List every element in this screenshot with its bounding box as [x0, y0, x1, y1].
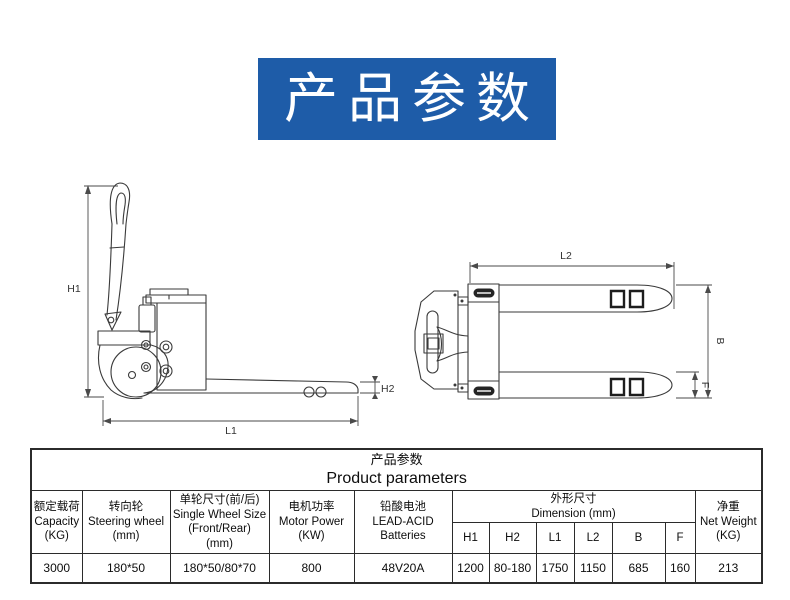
value-l1: 1750 — [535, 553, 575, 584]
header-motor-power: 电机功率 Motor Power (KW) — [268, 490, 355, 554]
value-f: 160 — [664, 553, 696, 584]
page-title: 产品参数 — [284, 69, 540, 129]
dim-label-f: F — [699, 382, 711, 388]
subheader-l1: L1 — [535, 522, 575, 554]
value-battery: 48V20A — [353, 553, 453, 584]
dim-label-h1: H1 — [67, 283, 81, 295]
table-title-en: Product parameters — [326, 470, 467, 487]
header-steering-wheel: 转向轮 Steering wheel (mm) — [81, 490, 171, 554]
header-wheel-size: 单轮尺寸(前/后) Single Wheel Size (Front/Rear)… — [169, 490, 270, 554]
value-h1: 1200 — [451, 553, 490, 584]
title-banner: 产品参数 — [258, 58, 556, 140]
table-title-cell: 产品参数 Product parameters — [30, 448, 763, 491]
dim-label-l1: L1 — [225, 425, 237, 437]
subheader-f: F — [664, 522, 696, 554]
value-l2: 1150 — [573, 553, 613, 584]
table-title-row: 产品参数 Product parameters — [30, 448, 763, 491]
dim-label-b: B — [714, 337, 726, 344]
product-parameters-table: 产品参数 Product parameters 额定载荷 Capacity (K… — [30, 448, 764, 584]
dim-label-l2: L2 — [560, 250, 572, 262]
value-h2: 80-180 — [488, 553, 537, 584]
value-net-weight: 213 — [694, 553, 763, 584]
subheader-h2: H2 — [488, 522, 537, 554]
top-view-drawing: L2 B F — [415, 250, 726, 399]
table-data-row: 3000 180*50 180*50/80*70 800 48V20A 1200… — [30, 553, 763, 584]
value-steering-wheel: 180*50 — [81, 553, 171, 584]
header-dimension-group: 外形尺寸 Dimension (mm) — [451, 490, 696, 523]
header-capacity: 额定载荷 Capacity (KG) — [30, 490, 83, 554]
side-view-drawing: H1 H2 — [67, 183, 395, 437]
subheader-b: B — [611, 522, 666, 554]
dim-label-h2: H2 — [381, 383, 395, 395]
value-motor-power: 800 — [268, 553, 355, 584]
table-header-row: 额定载荷 Capacity (KG) 转向轮 Steering wheel (m… — [30, 490, 763, 554]
table-subheader-row: H1 H2 L1 L2 B F — [31, 522, 762, 554]
value-capacity: 3000 — [30, 553, 83, 584]
header-net-weight: 净重 Net Weight (KG) — [694, 490, 763, 554]
table-title-zh: 产品参数 — [370, 452, 423, 467]
value-wheel-size: 180*50/80*70 — [169, 553, 270, 584]
subheader-h1: H1 — [451, 522, 490, 554]
subheader-l2: L2 — [573, 522, 613, 554]
header-battery: 铅酸电池 LEAD-ACID Batteries — [353, 490, 453, 554]
value-b: 685 — [611, 553, 666, 584]
